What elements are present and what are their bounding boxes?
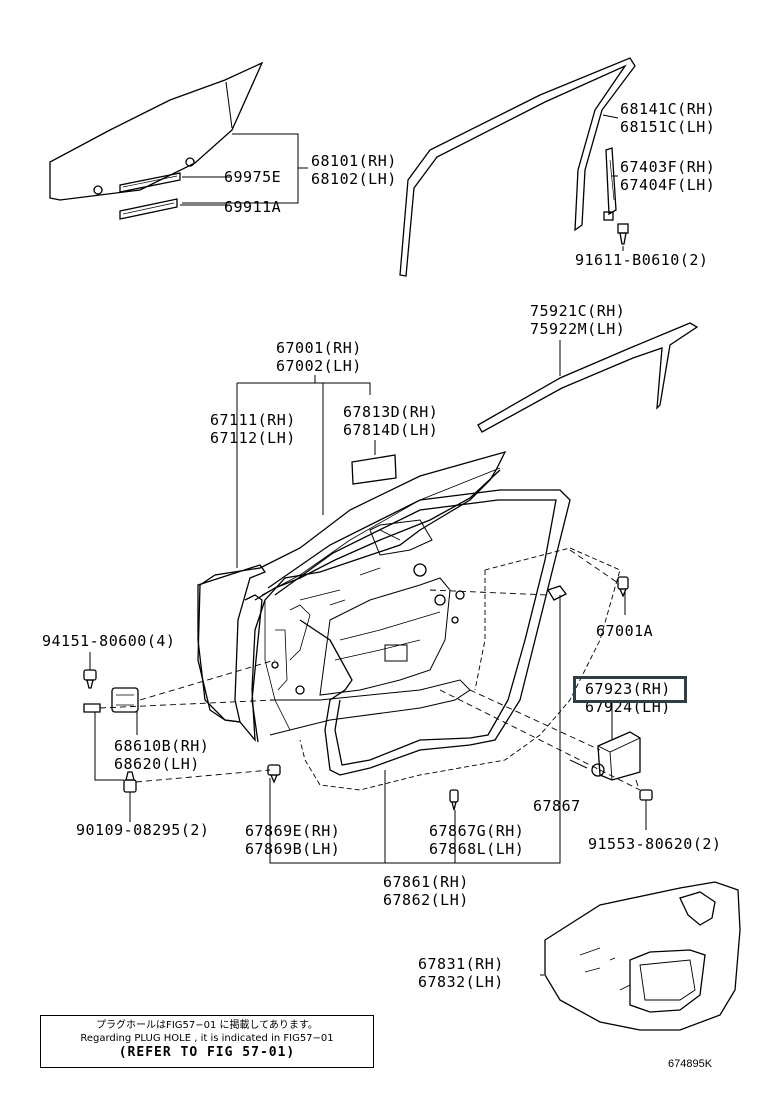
label-94151[interactable]: 94151-80600(4) [42, 632, 176, 650]
label-67813-lh: 67814D(LH) [343, 421, 439, 439]
label-67867g-lh: 67868L(LH) [429, 840, 525, 858]
label-67403-lh: 67404F(LH) [620, 176, 716, 194]
label-67813[interactable]: 67813D(RH) 67814D(LH) [343, 403, 438, 439]
door-trim-panel[interactable] [544, 881, 741, 1031]
label-69975[interactable]: 69975E [224, 168, 282, 186]
bolt-90109[interactable] [123, 771, 137, 793]
label-75921-rh: 75921C(RH) [530, 302, 626, 320]
label-67111-rh: 67111(RH) [210, 411, 296, 429]
belt-moulding[interactable] [477, 322, 699, 433]
label-67001-rh: 67001(RH) [276, 339, 362, 357]
glass-channel-front[interactable] [119, 172, 181, 193]
division-bar[interactable] [603, 147, 617, 221]
clip-67867[interactable] [547, 585, 567, 601]
glass-channel-rear[interactable] [119, 198, 178, 220]
label-67867[interactable]: 67867 [533, 797, 581, 815]
label-67001[interactable]: 67001(RH) 67002(LH) [276, 339, 362, 375]
label-68101[interactable]: 68101(RH) 68102(LH) [311, 152, 397, 188]
label-67831[interactable]: 67831(RH) 67832(LH) [418, 955, 504, 991]
label-67861-rh: 67861(RH) [383, 873, 469, 891]
label-91553[interactable]: 91553-80620(2) [588, 835, 722, 853]
selected-part-highlight [573, 676, 687, 703]
label-67831-lh: 67832(LH) [418, 973, 504, 991]
screw-91611[interactable] [617, 223, 629, 245]
label-67869-lh: 67869B(LH) [245, 840, 341, 858]
label-67861[interactable]: 67861(RH) 67862(LH) [383, 873, 469, 909]
label-67861-lh: 67862(LH) [383, 891, 469, 909]
label-67001-lh: 67002(LH) [276, 357, 362, 375]
label-69911[interactable]: 69911A [224, 198, 282, 216]
bolt-hinge-side[interactable] [83, 703, 101, 713]
label-68141[interactable]: 68141C(RH) 68151C(LH) [620, 100, 715, 136]
label-67111-lh: 67112(LH) [210, 429, 296, 447]
note-english: Regarding PLUG HOLE , it is indicated in… [80, 1033, 334, 1044]
door-weatherstrip[interactable] [267, 489, 571, 776]
label-67867g[interactable]: 67867G(RH) 67868L(LH) [429, 822, 524, 858]
label-91611[interactable]: 91611-B0610(2) [575, 251, 709, 269]
label-67867g-rh: 67867G(RH) [429, 822, 525, 840]
label-67923-rh: 67923(RH) [585, 680, 671, 698]
reference-note: プラグホールはFIG57−01 に掲載してあります。 Regarding PLU… [40, 1015, 374, 1068]
label-67813-rh: 67813D(RH) [343, 403, 439, 421]
label-67403-rh: 67403F(RH) [620, 158, 716, 176]
screw-91553[interactable] [635, 779, 653, 801]
label-68610-rh: 68610B(RH) [114, 737, 210, 755]
label-68101-rh: 68101(RH) [311, 152, 397, 170]
door-glass[interactable] [49, 61, 264, 201]
label-68610[interactable]: 68610B(RH) 68620(LH) [114, 737, 209, 773]
door-check[interactable] [111, 687, 139, 713]
figure-id: 674895K [668, 1058, 713, 1070]
lower-weatherstrip-67923[interactable] [591, 731, 641, 781]
label-90109[interactable]: 90109-08295(2) [76, 821, 210, 839]
label-68141-rh: 68141C(RH) [620, 100, 716, 118]
label-68101-lh: 68102(LH) [311, 170, 397, 188]
clip-67867g[interactable] [449, 789, 459, 811]
door-outer-panel[interactable] [197, 564, 267, 723]
door-frame-weatherstrip[interactable] [399, 57, 636, 277]
label-67001a[interactable]: 67001A [596, 622, 654, 640]
label-67111[interactable]: 67111(RH) 67112(LH) [210, 411, 296, 447]
note-refer-link[interactable]: (REFER TO FIG 57-01) [118, 1045, 296, 1060]
label-67831-rh: 67831(RH) [418, 955, 504, 973]
note-japanese: プラグホールはFIG57−01 に掲載してあります。 [96, 1020, 318, 1031]
label-67403[interactable]: 67403F(RH) 67404F(LH) [620, 158, 715, 194]
label-75921-lh: 75922M(LH) [530, 320, 626, 338]
label-68610-lh: 68620(LH) [114, 755, 200, 773]
label-75921[interactable]: 75921C(RH) 75922M(LH) [530, 302, 625, 338]
door-pad[interactable] [351, 454, 397, 485]
clip-67001A[interactable] [617, 576, 629, 598]
label-67869-rh: 67869E(RH) [245, 822, 341, 840]
label-67869[interactable]: 67869E(RH) 67869B(LH) [245, 822, 340, 858]
bolt-94151[interactable] [83, 669, 97, 689]
label-68141-lh: 68151C(LH) [620, 118, 716, 136]
